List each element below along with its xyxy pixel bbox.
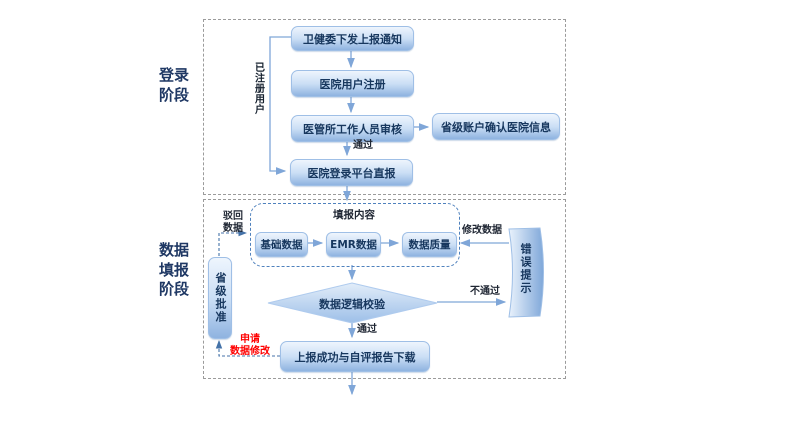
label-registered-user: 已注册用户 — [252, 61, 264, 115]
node-login-platform: 医院登录平台直报 — [290, 159, 413, 186]
node-emr-data: EMR数据 — [326, 232, 381, 257]
login-phase-container — [203, 19, 566, 195]
phase-label-data-report: 数据 填报 阶段 — [158, 241, 189, 298]
node-confirm-hospital-info: 省级账户确认医院信息 — [432, 113, 560, 140]
label-apply-data-modify: 申请 数据修改 — [230, 334, 270, 357]
node-review: 医管所工作人员审核 — [291, 115, 414, 142]
report-content-group — [250, 203, 460, 267]
node-logic-check: 数据逻辑校验 — [319, 298, 385, 311]
node-error-prompt: 错误提示 — [519, 243, 532, 295]
report-phase-container — [203, 199, 566, 379]
node-report-success: 上报成功与自评报告下载 — [280, 341, 430, 372]
phase-label-login: 登录 阶段 — [158, 66, 189, 104]
label-pass-bottom: 通过 — [357, 324, 377, 335]
node-register: 医院用户注册 — [291, 70, 414, 97]
node-notice: 卫健委下发上报通知 — [291, 26, 414, 51]
node-basic-data: 基础数据 — [255, 232, 308, 257]
label-reject-data: 驳回 数据 — [223, 211, 243, 234]
label-modify-data: 修改数据 — [462, 225, 502, 236]
node-data-quality: 数据质量 — [402, 232, 457, 257]
label-pass-top: 通过 — [353, 140, 373, 151]
label-fail: 不通过 — [470, 286, 500, 297]
report-content-group-title: 填报内容 — [333, 209, 375, 221]
node-provincial-approval: 省级批准 — [208, 257, 232, 339]
